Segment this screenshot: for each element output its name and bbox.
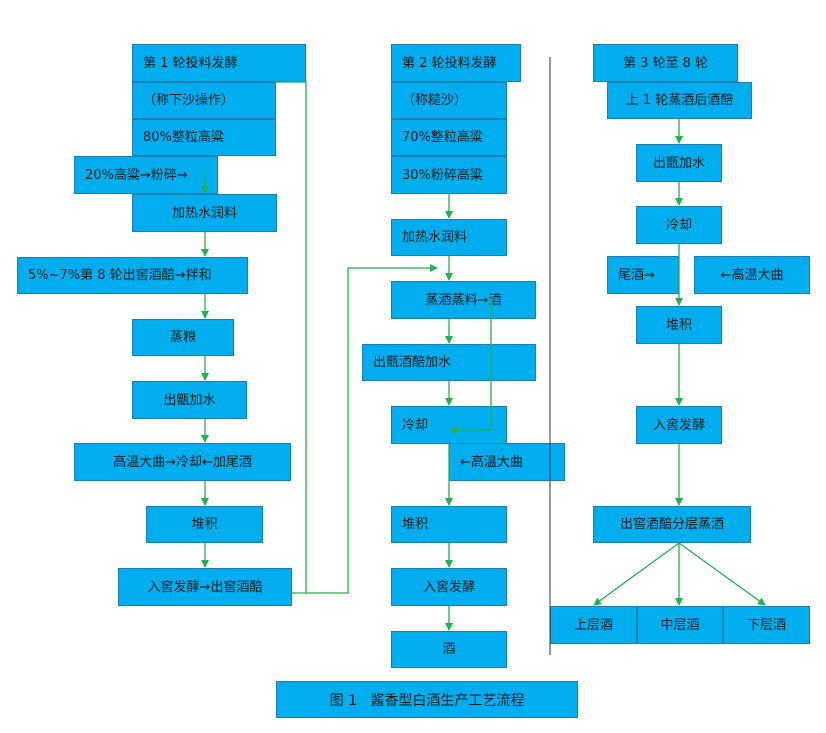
step-middle-liquor: 中层酒 — [637, 606, 723, 644]
arrow-c3-lower — [678, 542, 766, 606]
figure-caption: 图 1 酱香型白酒生产工艺流程 — [276, 681, 578, 718]
step-hot-water-soak-1: 加热水润料 — [132, 194, 277, 232]
step-crushed-sorghum-30: 30%粉碎高粱 — [391, 156, 507, 194]
step-hot-water-soak-2: 加热水润料 — [391, 219, 507, 256]
step-layered-distill: 出窖酒醅分层蒸酒 — [593, 506, 751, 543]
step-pit-ferment-3: 入窖发酵 — [636, 406, 722, 444]
step-add-water-1: 出甑加水 — [132, 381, 247, 419]
step-batch2-title: 第 2 轮投料发酵 — [391, 44, 521, 82]
step-whole-sorghum-80: 80%整粒高粱 — [132, 119, 276, 156]
step-lower-liquor: 下层酒 — [723, 606, 810, 644]
step-batch3-8-title: 第 3 轮至 8 轮 — [593, 44, 738, 82]
step-add-daqu-3: ←高温大曲 — [694, 256, 810, 294]
step-cool-3: 冷却 — [636, 206, 722, 244]
step-steam-grain: 蒸粮 — [132, 319, 234, 356]
step-pit-ferment-2: 入窖发酵 — [391, 568, 507, 606]
step-batch1-note: （称下沙操作） — [132, 82, 276, 119]
step-mix-pit-grains: 5%~7%第 8 轮出窖酒醅→拌和 — [17, 257, 248, 294]
step-cool-2: 冷却 — [391, 406, 507, 444]
step-stack-2: 堆积 — [391, 506, 507, 543]
step-tail-liquor: 尾酒→ — [607, 256, 679, 294]
line-c1-title-to-pit — [276, 81, 307, 594]
step-cool-daqu-1: 高温大曲→冷却←加尾酒 — [74, 443, 291, 481]
step-whole-sorghum-70: 70%整粒高粱 — [391, 119, 507, 156]
arrow-c3-upper — [593, 542, 680, 606]
step-pit-ferment-1: 入窖发酵→出窖酒醅 — [118, 568, 292, 606]
step-prev-grains: 上 1 轮蒸酒后酒醅 — [607, 82, 752, 119]
step-stack-1: 堆积 — [146, 506, 263, 543]
step-liquor-2: 酒 — [391, 631, 507, 668]
step-distill-steam: 蒸酒蒸料→酒 — [391, 281, 536, 319]
step-sorghum-crush-20: 20%高粱→粉碎→ — [74, 156, 218, 194]
step-batch1-title: 第 1 轮投料发酵 — [132, 44, 306, 82]
step-stack-3: 堆积 — [636, 306, 722, 344]
step-add-daqu-2: ←高温大曲 — [449, 443, 565, 481]
step-add-water-3: 出甑加水 — [636, 144, 722, 182]
step-batch2-note: （称糙沙） — [391, 82, 507, 119]
step-upper-liquor: 上层酒 — [550, 606, 637, 644]
step-add-water-2: 出甑酒醅加水 — [362, 344, 536, 381]
